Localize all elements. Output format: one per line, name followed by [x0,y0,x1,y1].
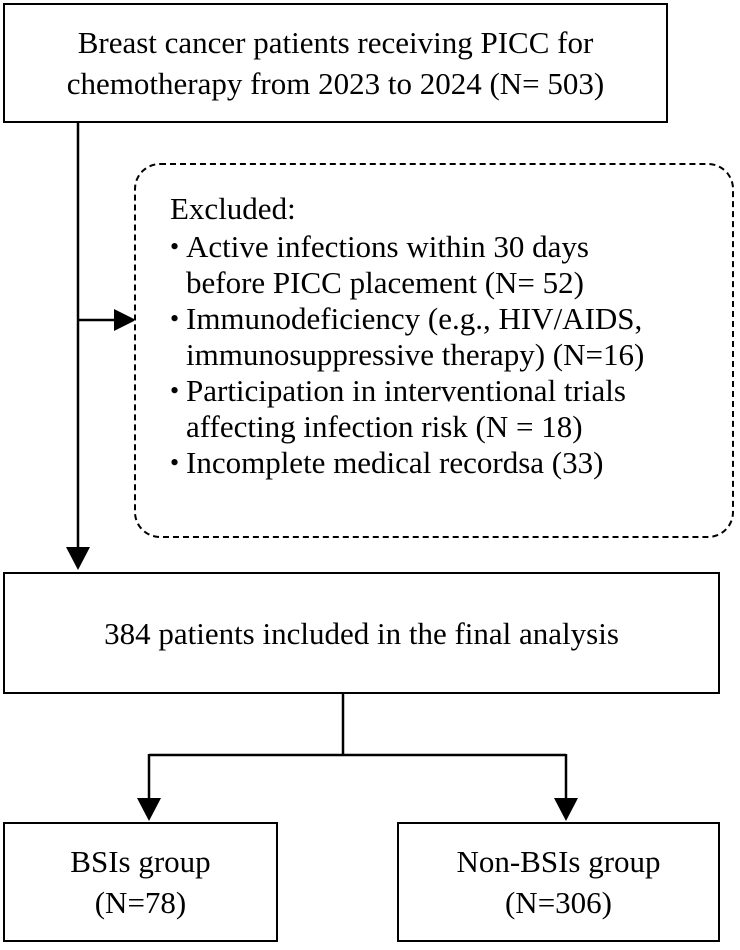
bsi-group-label: BSIs group [70,844,211,879]
enrollment-box: Breast cancer patients receiving PICC fo… [3,3,668,123]
exclusion-item-text: Active infections within 30 days [186,229,589,264]
bsi-group-count: (N=78) [94,885,187,920]
exclusion-box: Excluded: • Active infections within 30 … [134,163,734,538]
bullet-icon: • [170,448,180,477]
final-analysis-text: 384 patients included in the final analy… [104,615,619,651]
non-bsi-group-label: Non-BSIs group [456,844,661,879]
non-bsi-group-count: (N=306) [504,885,613,920]
main-flow-arrowhead [66,547,90,570]
bsi-group-box: BSIs group (N=78) [3,822,278,942]
exclusion-item-incomplete-records: • Incomplete medical recordsa (33) [170,445,732,481]
exclusion-item-immunodeficiency: • Immunodeficiency (e.g., HIV/AIDS, immu… [170,301,732,373]
left-branch-arrowhead [137,798,161,821]
final-analysis-box: 384 patients included in the final analy… [3,572,720,694]
non-bsi-group-box: Non-BSIs group (N=306) [397,822,720,942]
exclusion-item-text: Immunodeficiency (e.g., HIV/AIDS, [186,301,643,336]
exclusion-item-trial-participation: • Participation in interventional trials… [170,373,732,445]
exclusion-title: Excluded: [170,191,296,226]
enrollment-text-line-1: Breast cancer patients receiving PICC fo… [77,25,594,60]
exclusion-item-text: Participation in interventional trials [186,373,626,408]
bullet-icon: • [170,304,180,333]
exclusion-arrowhead [114,309,136,331]
right-branch-arrowhead [554,798,578,821]
exclusion-item-text: before PICC placement (N= 52) [186,265,584,300]
bullet-icon: • [170,232,180,261]
exclusion-item-text: affecting infection risk (N = 18) [186,409,583,444]
enrollment-text-line-2: chemotherapy from 2023 to 2024 (N= 503) [66,66,605,101]
exclusion-item-text: Incomplete medical recordsa (33) [186,445,604,480]
exclusion-item-text: immunosuppressive therapy) (N=16) [186,337,645,372]
exclusion-item-active-infections: • Active infections within 30 days befor… [170,229,732,301]
bullet-icon: • [170,376,180,405]
